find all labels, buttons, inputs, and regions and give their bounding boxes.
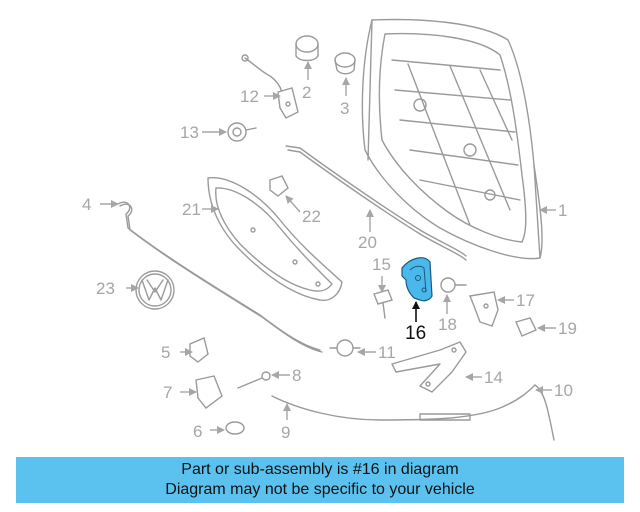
hood-hinge-part: [391, 341, 467, 393]
callout-7: 7: [163, 383, 172, 402]
hood-frame-part: [361, 18, 543, 260]
callout-19: 19: [558, 319, 577, 338]
bump-stop-part: [295, 35, 319, 62]
banner-line-disclaimer: Diagram may not be specific to your vehi…: [165, 481, 475, 498]
hood-latch-part-highlighted: [401, 257, 433, 302]
bushing-part: [329, 339, 361, 357]
callout-20: 20: [358, 233, 377, 252]
bump-stop-part-19: [515, 317, 537, 337]
callout-5: 5: [161, 343, 170, 362]
callout-16-highlighted: 16: [405, 323, 426, 344]
callout-11: 11: [378, 343, 396, 362]
emblem-part: [135, 270, 175, 310]
callout-2: 2: [302, 83, 311, 102]
banner-line-part-number: Part or sub-assembly is #16 in diagram: [181, 461, 459, 478]
callout-17: 17: [516, 291, 535, 310]
info-banner: Part or sub-assembly is #16 in diagram D…: [16, 457, 624, 503]
grommet-part: [225, 421, 245, 435]
callout-1: 1: [558, 201, 567, 220]
callout-3: 3: [340, 99, 349, 118]
callout-21: 21: [182, 200, 201, 219]
support-bracket-part: [241, 54, 299, 119]
callout-6: 6: [193, 422, 202, 441]
leader-lines: [100, 61, 556, 434]
insulation-pad-part: [207, 177, 343, 302]
callout-12: 12: [240, 87, 259, 106]
bump-stop-small-part: [334, 52, 356, 75]
striker-part: [440, 277, 467, 293]
hinge-bracket-part: [469, 291, 499, 327]
latch-part-7: [195, 375, 223, 409]
callout-14: 14: [484, 368, 503, 387]
release-cable-part: [117, 201, 323, 353]
bolt-part-15: [373, 289, 393, 319]
cable-part-10: [534, 384, 555, 441]
clip-part-5: [189, 337, 209, 363]
callout-4: 4: [82, 195, 91, 214]
callout-15: 15: [372, 255, 391, 274]
callout-23: 23: [96, 279, 115, 298]
callout-13: 13: [180, 123, 199, 142]
parts-diagram: 1 2 3 4 5 6 7 8 9 10 11 12 13 14 15 16 1…: [82, 18, 577, 442]
callout-18: 18: [438, 315, 457, 334]
callout-10: 10: [554, 381, 573, 400]
callout-22: 22: [302, 207, 321, 226]
callout-8: 8: [292, 366, 301, 385]
bolt-part-13: [227, 122, 257, 142]
cable-part-9: [271, 384, 536, 421]
callout-9: 9: [281, 423, 290, 442]
clip-part-22: [269, 175, 289, 197]
prop-rod-part: [285, 145, 467, 261]
bolt-part-8: [237, 371, 271, 389]
